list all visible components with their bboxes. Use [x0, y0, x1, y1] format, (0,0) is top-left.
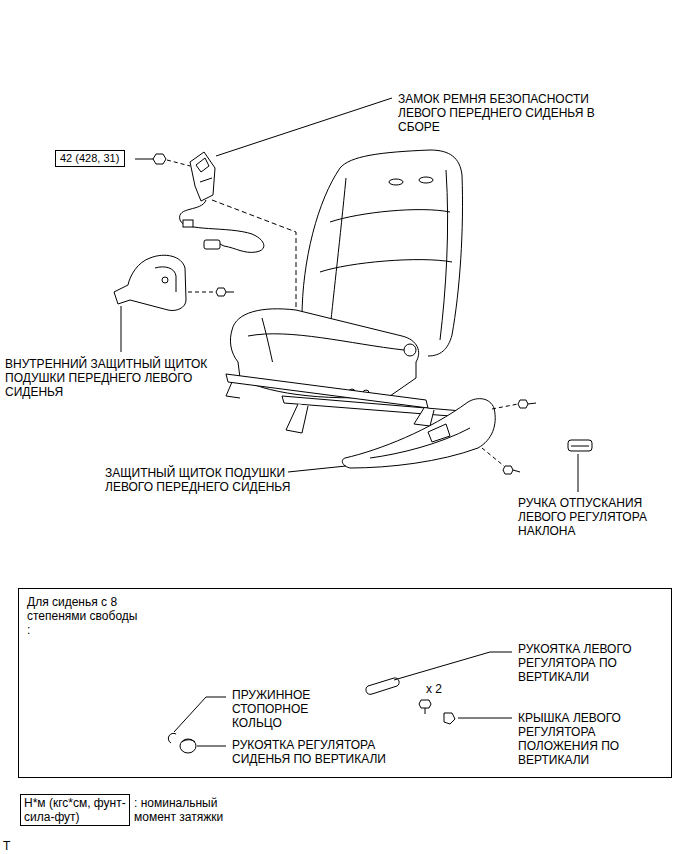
buckle-detail	[200, 178, 212, 182]
seat-seam	[330, 178, 346, 330]
buckle-slot	[196, 158, 209, 172]
bolt-symbol	[518, 400, 536, 408]
part-label: ЗАМОК РЕМНЯ БЕЗОПАСНОСТИ ЛЕВОГО ПЕРЕДНЕГ…	[398, 92, 638, 134]
part-label: ЗАЩИТНЫЙ ЩИТОК ПОДУШКИ ЛЕВОГО ПЕРЕДНЕГО …	[105, 466, 310, 494]
assembly-line	[188, 292, 216, 293]
assembly-line	[167, 160, 190, 166]
connector-symbol	[204, 240, 220, 249]
leader-line	[174, 697, 226, 732]
seat-foot	[414, 408, 434, 426]
seat-rail	[282, 396, 476, 418]
knob-detail	[182, 740, 195, 742]
assembly-line	[482, 448, 504, 466]
cover-symbol	[444, 713, 455, 724]
bolt-symbol	[503, 466, 520, 474]
recliner-knob	[404, 344, 416, 356]
seat-foot	[286, 404, 308, 433]
assembly-line	[492, 404, 518, 409]
leader-line	[216, 98, 392, 156]
unit-text: Н*м (кгс*см, фунт-сила-фут)	[20, 794, 130, 826]
shield-detail	[370, 428, 470, 458]
nut-symbol	[153, 154, 166, 164]
torque-value: 42 (428, 31)	[60, 152, 120, 165]
leader-line	[135, 159, 155, 160]
leader-line	[578, 454, 579, 492]
leader-line	[394, 652, 512, 680]
shield-detail	[155, 267, 176, 292]
seat-foot	[226, 382, 240, 398]
part-label: ПРУЖИННОЕ СТОПОРНОЕ КОЛЬЦО	[232, 688, 332, 730]
screw-symbol	[419, 700, 431, 714]
assembly-line	[212, 200, 296, 312]
leader-line	[197, 746, 226, 747]
part-label: РУЧКА ОТПУСКАНИЯ ЛЕВОГО РЕГУЛЯТОРА НАКЛО…	[518, 496, 678, 538]
part-label: КРЫШКА ЛЕВОГО РЕГУЛЯТОРА ПОЛОЖЕНИЯ ПО ВЕ…	[518, 711, 668, 767]
headrest-hole	[419, 177, 433, 183]
knob-symbol	[180, 739, 196, 753]
outer-shield-symbol	[342, 399, 495, 468]
bolt-symbol	[216, 288, 234, 296]
headrest-hole	[389, 179, 403, 185]
buckle-symbol	[190, 152, 215, 201]
inner-shield-symbol	[114, 255, 186, 310]
leader-line	[121, 306, 122, 352]
handle-detail	[571, 446, 589, 447]
release-handle-symbol	[568, 440, 592, 451]
connector-symbol	[183, 220, 193, 227]
torque-legend: Н*м (кгс*см, фунт-сила-фут): номинальный…	[20, 793, 250, 827]
leader-line	[288, 466, 346, 472]
figure-code: T	[3, 839, 23, 853]
wire-harness	[220, 244, 224, 246]
torque-spec-box: 42 (428, 31)	[55, 150, 125, 167]
seat-seam	[248, 334, 404, 350]
shield-detail	[428, 424, 450, 442]
part-label: ВНУТРЕННИЙ ЗАЩИТНЫЙ ЩИТОК ПОДУШКИ ПЕРЕДН…	[5, 357, 215, 399]
snap-ring-symbol	[168, 733, 176, 743]
legend-text: : номинальный момент затяжки	[134, 796, 244, 824]
leader-line	[458, 718, 512, 719]
seat-seam	[320, 260, 452, 272]
part-label: РУКОЯТКА РЕГУЛЯТОРА СИДЕНЬЯ ПО ВЕРТИКАЛИ	[232, 738, 422, 766]
quantity-label: x 2	[426, 682, 466, 696]
part-label: РУКОЯТКА ЛЕВОГО РЕГУЛЯТОРА ПО ВЕРТИКАЛИ	[518, 642, 678, 684]
seat-seam	[440, 170, 448, 340]
seat-seam	[330, 210, 450, 222]
shield-hole	[162, 277, 168, 283]
wire-harness	[180, 200, 264, 252]
frame-heading: Для сиденья с 8 степенями свободы :	[27, 595, 139, 637]
